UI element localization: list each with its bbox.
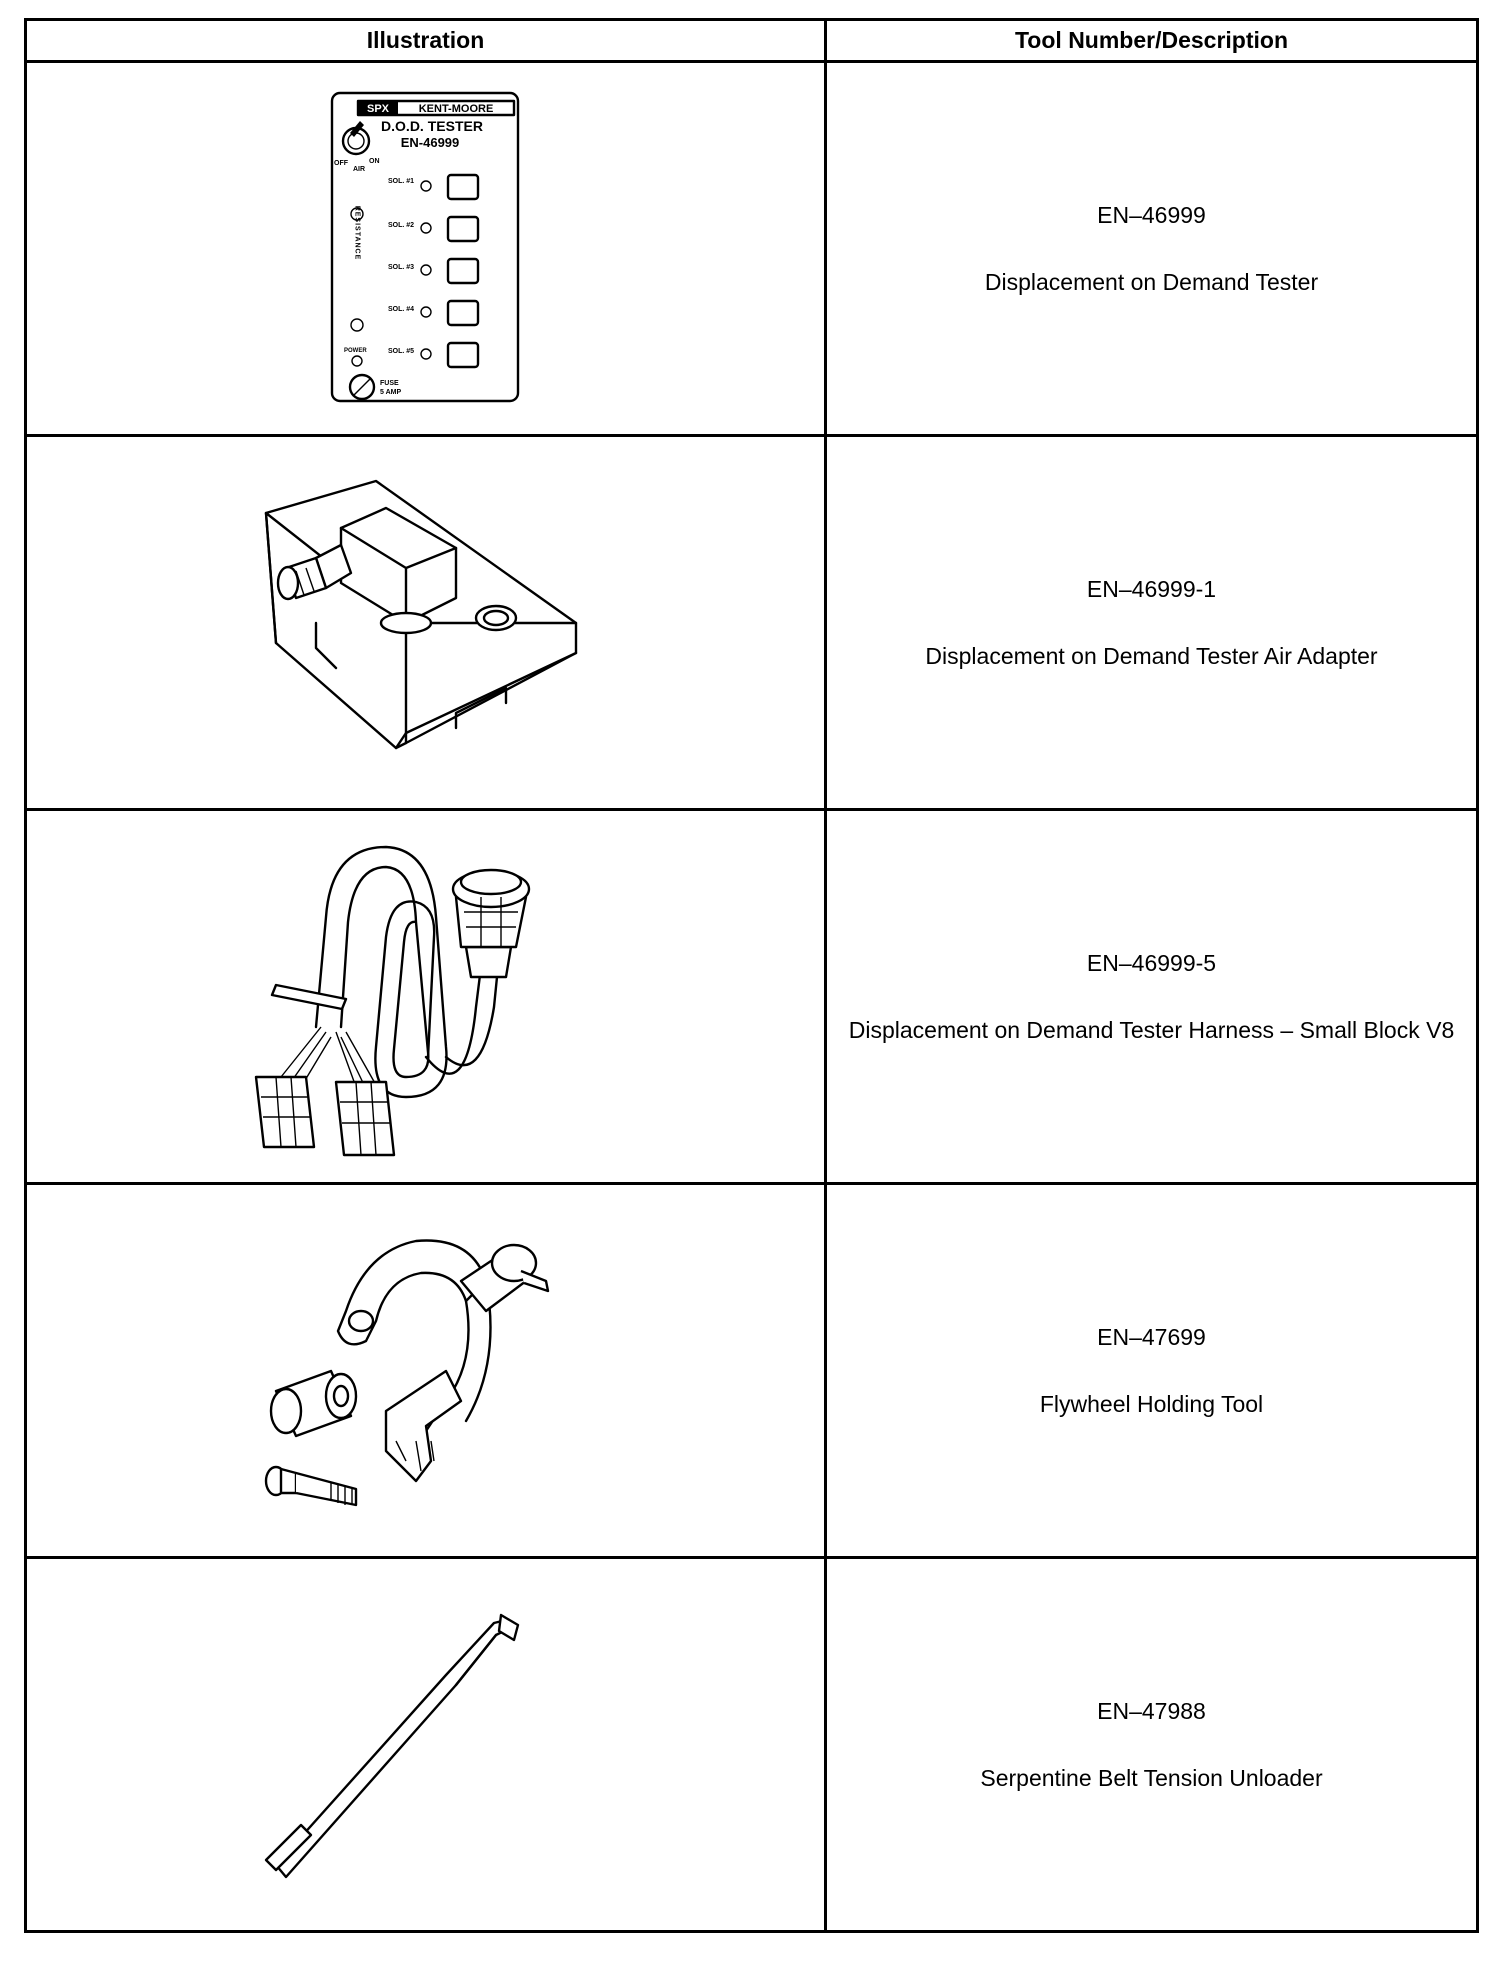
description-cell: EN–47699 Flywheel Holding Tool <box>824 1182 1479 1559</box>
table-row: EN–46999-5 Displacement on Demand Tester… <box>24 808 1479 1185</box>
panel-brand-left: SPX <box>366 103 389 115</box>
tool-description: Displacement on Demand Tester <box>984 268 1319 295</box>
tool-number: EN–46999-5 <box>1086 949 1217 976</box>
tension-unloader-icon <box>264 1613 519 1878</box>
panel-fuse: FUSE <box>380 380 399 387</box>
table-header-row: Illustration Tool Number/Description <box>24 18 1479 63</box>
tool-description: Displacement on Demand Tester Harness – … <box>848 1016 1455 1043</box>
panel-switch-on: ON <box>369 158 380 165</box>
solenoid-row: SOL. #4 <box>388 299 479 326</box>
solenoid-row: SOL. #5 <box>388 341 479 368</box>
solenoid-row: SOL. #2 <box>388 215 479 242</box>
description-cell: EN–46999 Displacement on Demand Tester <box>824 60 1479 437</box>
table-row: SPX KENT-MOORE D.O.D. TESTER EN-46999 OF… <box>24 60 1479 437</box>
tool-description: Displacement on Demand Tester Air Adapte… <box>925 642 1378 669</box>
table-row: EN–47699 Flywheel Holding Tool <box>24 1182 1479 1559</box>
illustration-cell <box>24 1182 827 1559</box>
flywheel-holding-tool-icon <box>264 1238 549 1506</box>
illustration-cell <box>24 434 827 811</box>
solenoid-row: SOL. #3 <box>388 257 479 284</box>
tool-description: Serpentine Belt Tension Unloader <box>980 1764 1323 1791</box>
panel-model: EN-46999 <box>400 135 459 150</box>
description-cell: EN–46999-1 Displacement on Demand Tester… <box>824 434 1479 811</box>
illustration-cell <box>24 1556 827 1933</box>
description-cell: EN–47988 Serpentine Belt Tension Unloade… <box>824 1556 1479 1933</box>
dod-tester-icon: SPX KENT-MOORE D.O.D. TESTER EN-46999 OF… <box>330 91 519 402</box>
tool-number: EN–46999 <box>1097 201 1206 228</box>
solenoid-label: SOL. #3 <box>388 264 414 271</box>
tool-number: EN–47699 <box>1097 1323 1206 1350</box>
tool-number: EN–46999-1 <box>1086 575 1217 602</box>
panel-brand-right: KENT-MOORE <box>418 103 493 115</box>
special-tools-table: Illustration Tool Number/Description SPX… <box>24 18 1479 1933</box>
panel-power: POWER <box>344 348 367 354</box>
illustration-cell <box>24 808 827 1185</box>
solenoid-label: SOL. #5 <box>388 348 414 355</box>
header-tool-description: Tool Number/Description <box>824 18 1479 63</box>
solenoid-label: SOL. #1 <box>388 178 414 185</box>
table-row: EN–46999-1 Displacement on Demand Tester… <box>24 434 1479 811</box>
illustration-cell: SPX KENT-MOORE D.O.D. TESTER EN-46999 OF… <box>24 60 827 437</box>
panel-switch-off: OFF <box>334 160 349 167</box>
panel-switch-label: AIR <box>353 166 365 173</box>
solenoid-label: SOL. #2 <box>388 222 414 229</box>
tool-number: EN–47988 <box>1097 1697 1206 1724</box>
solenoid-row: SOL. #1 <box>388 173 479 200</box>
description-cell: EN–46999-5 Displacement on Demand Tester… <box>824 808 1479 1185</box>
air-adapter-icon <box>264 479 577 749</box>
tool-description: Flywheel Holding Tool <box>1039 1390 1264 1417</box>
panel-title: D.O.D. TESTER <box>381 118 483 134</box>
table-row: EN–47988 Serpentine Belt Tension Unloade… <box>24 1556 1479 1933</box>
panel-resistance: RESISTANCE <box>353 205 360 260</box>
harness-icon <box>254 845 530 1156</box>
solenoid-label: SOL. #4 <box>388 306 414 313</box>
panel-amp: 5 AMP <box>380 389 401 396</box>
header-illustration: Illustration <box>24 18 827 63</box>
